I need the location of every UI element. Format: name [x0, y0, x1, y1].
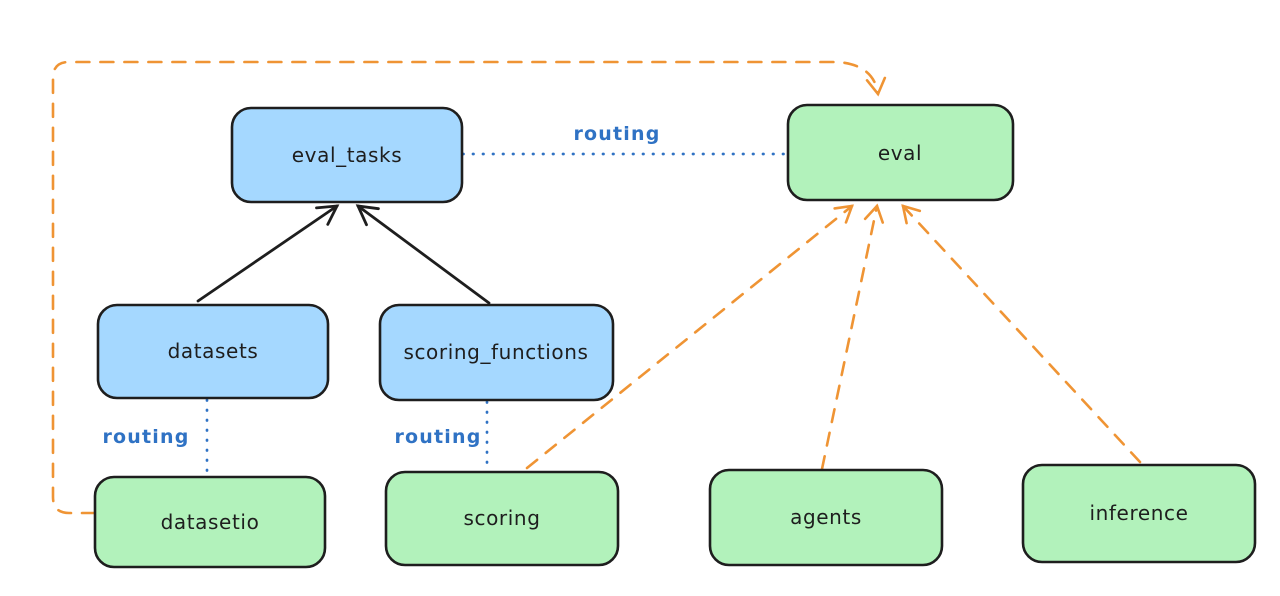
edge-datasetio-to-eval — [51, 60, 887, 515]
node-datasetio-box — [93, 475, 327, 569]
routing-label-left: routing — [102, 426, 189, 448]
edge-datasets-to-eval-tasks — [196, 204, 340, 303]
node-datasets-label: datasets — [168, 339, 259, 363]
edge-scoring-functions-to-eval-tasks — [355, 204, 491, 305]
node-datasetio: datasetio — [93, 475, 327, 569]
node-agents-label: agents — [790, 505, 862, 529]
node-scoring-box — [384, 470, 620, 567]
node-eval-box — [786, 103, 1015, 202]
edge-agents-to-eval — [820, 203, 885, 471]
edge-scoring-to-eval — [525, 204, 854, 470]
node-datasets: datasets — [96, 303, 330, 400]
node-scoring-functions: scoring_functions — [378, 303, 615, 402]
node-agents: agents — [708, 468, 944, 567]
routing-label-middle: routing — [394, 426, 481, 448]
node-agents-box — [708, 468, 944, 567]
node-scoring-functions-box — [378, 303, 615, 402]
node-eval: eval — [786, 103, 1015, 202]
node-inference-box — [1021, 463, 1257, 564]
node-eval-tasks-label: eval_tasks — [292, 143, 402, 167]
node-inference-label: inference — [1089, 501, 1188, 525]
edge-inference-to-eval — [901, 204, 1142, 464]
node-datasetio-label: datasetio — [161, 510, 260, 534]
routing-label-top: routing — [573, 123, 660, 145]
node-scoring-label: scoring — [463, 506, 540, 530]
node-inference: inference — [1021, 463, 1257, 564]
node-scoring-functions-label: scoring_functions — [403, 340, 588, 364]
node-eval-tasks-box — [230, 106, 464, 204]
node-datasets-box — [96, 303, 330, 400]
node-scoring: scoring — [384, 470, 620, 567]
node-eval-tasks: eval_tasks — [230, 106, 464, 204]
node-eval-label: eval — [878, 141, 922, 165]
